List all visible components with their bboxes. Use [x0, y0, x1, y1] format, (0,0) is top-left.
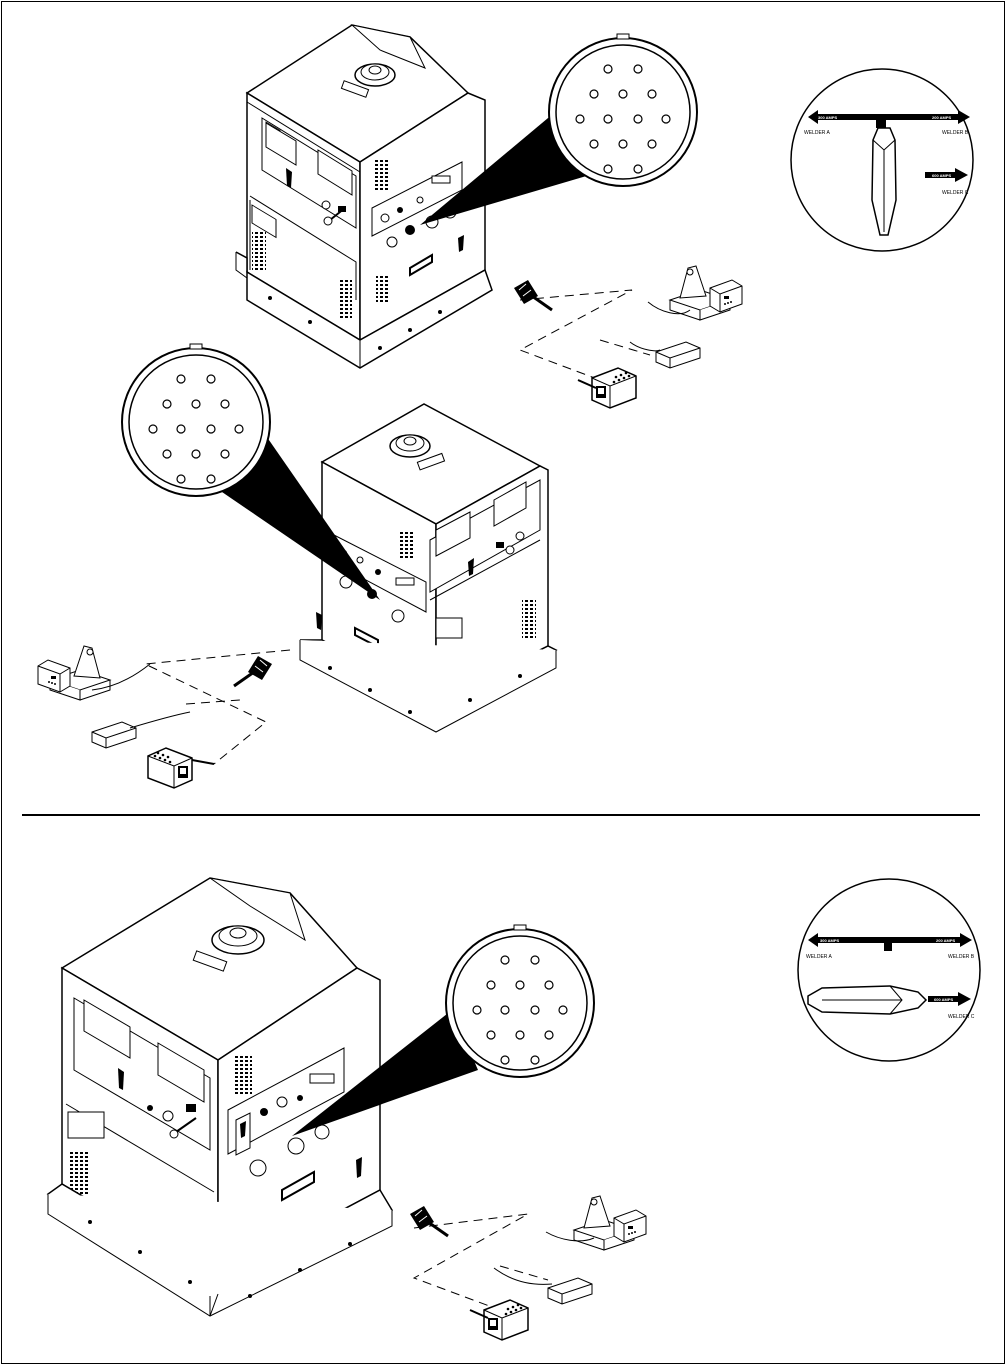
selector-right-amps: 200 AMPS — [932, 115, 952, 120]
selector-down-amps: 600 AMPS — [934, 997, 954, 1002]
hand-control-icon — [37, 645, 111, 701]
remote-receptacle-detail-icon — [445, 924, 595, 1078]
remote-plug-icon — [232, 654, 274, 688]
selector-welder-a-label: WELDER A — [806, 954, 833, 960]
foot-control-icon — [547, 1277, 593, 1305]
selector-welder-a-label: WELDER A — [804, 130, 831, 136]
selector-right-amps: 200 AMPS — [936, 938, 956, 943]
foot-control-icon — [655, 341, 701, 369]
pendant-control-icon — [147, 747, 193, 789]
process-selector-switch-icon: 300 AMPS 200 AMPS 600 AMPS WELDER A WELD… — [797, 878, 981, 1062]
pendant-control-icon — [591, 367, 637, 409]
remote-plug-icon — [512, 278, 554, 312]
remote-receptacle-detail-icon — [548, 33, 698, 187]
pendant-control-icon — [483, 1299, 529, 1341]
selector-down-amps: 600 AMPS — [932, 173, 952, 178]
selector-left-amps: 300 AMPS — [820, 938, 840, 943]
selector-welder-c-label: WELDER C — [948, 1014, 975, 1020]
welder-generator-icon — [299, 403, 558, 733]
welder-generator-icon — [46, 877, 394, 1317]
process-selector-switch-icon: 300 AMPS 200 AMPS 600 AMPS WELDER A WELD… — [790, 68, 974, 252]
connection-leads — [143, 649, 291, 765]
selector-left-amps: 300 AMPS — [818, 115, 838, 120]
selector-welder-b-label: WELDER B — [948, 954, 975, 960]
connection-leads — [518, 289, 651, 381]
remote-receptacle-detail-icon — [121, 343, 271, 497]
receptacle-pointer — [222, 430, 380, 600]
receptacle-pointer — [292, 1010, 478, 1136]
selector-welder-c-label: WELDER C — [942, 190, 969, 196]
selector-welder-b-label: WELDER B — [942, 130, 969, 136]
connection-leads — [412, 1213, 549, 1311]
welder-generator-icon — [235, 24, 493, 369]
hand-control-icon — [573, 1195, 647, 1251]
hand-control-icon — [669, 265, 743, 321]
foot-control-icon — [91, 721, 137, 749]
remote-plug-icon — [408, 1204, 450, 1238]
